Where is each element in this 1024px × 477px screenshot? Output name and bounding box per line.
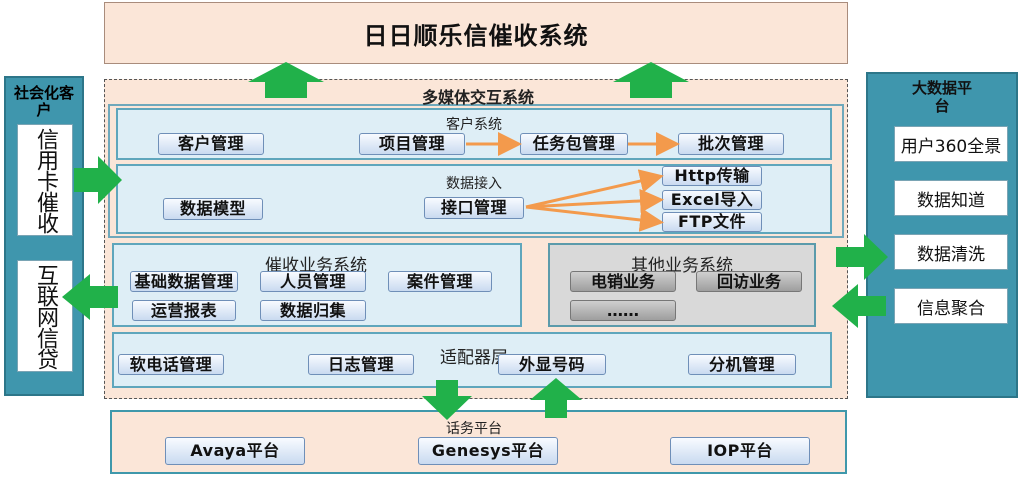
avaya-platform-button[interactable]: Avaya平台 <box>165 437 305 465</box>
personnel-management-button[interactable]: 人员管理 <box>260 271 366 292</box>
excel-import-button[interactable]: Excel导入 <box>662 190 762 210</box>
log-management-button[interactable]: 日志管理 <box>308 354 414 375</box>
right-sidebar-title: 大数据平台 <box>911 79 972 115</box>
operations-report-button[interactable]: 运营报表 <box>132 300 236 321</box>
interface-management-button[interactable]: 接口管理 <box>424 197 524 219</box>
title-box: 日日顺乐信催收系统 <box>104 2 848 64</box>
data-model-button[interactable]: 数据模型 <box>163 198 263 220</box>
batch-management-button[interactable]: 批次管理 <box>678 133 784 155</box>
right-sidebar-item-data-clean[interactable]: 数据清洗 <box>894 234 1008 270</box>
right-sidebar-item-user360[interactable]: 用户360全景 <box>894 126 1008 162</box>
http-transfer-button[interactable]: Http传输 <box>662 166 762 186</box>
return-visit-button[interactable]: 回访业务 <box>696 271 802 292</box>
adapter-layer-label: 适配器层 <box>440 348 508 368</box>
project-management-button[interactable]: 项目管理 <box>359 133 465 155</box>
task-package-management-button[interactable]: 任务包管理 <box>520 133 628 155</box>
softphone-management-button[interactable]: 软电话管理 <box>118 354 224 375</box>
right-sidebar-item-label: 数据知道 <box>917 190 985 211</box>
multimedia-title: 多媒体交互系统 <box>421 88 534 107</box>
left-sidebar-title: 社会化客户 <box>13 84 74 119</box>
basic-data-management-button[interactable]: 基础数据管理 <box>130 271 238 292</box>
right-sidebar-item-label: 信息聚合 <box>917 298 985 319</box>
data-access-label: 数据接入 <box>446 176 502 192</box>
display-number-button[interactable]: 外显号码 <box>498 354 606 375</box>
customer-management-button[interactable]: 客户管理 <box>158 133 264 155</box>
left-sidebar-item-label: 互联网信贷 <box>33 263 58 369</box>
extension-management-button[interactable]: 分机管理 <box>688 354 796 375</box>
ftp-file-button[interactable]: FTP文件 <box>662 212 762 232</box>
left-sidebar: 社会化客户 信用卡催收 互联网信贷 <box>4 76 84 396</box>
right-sidebar-item-info-aggregate[interactable]: 信息聚合 <box>894 288 1008 324</box>
right-sidebar-item-label: 用户360全景 <box>900 136 1002 157</box>
adapter-layer-panel <box>112 332 832 388</box>
telephony-platform-label: 话务平台 <box>446 421 502 437</box>
left-sidebar-item-label: 信用卡催收 <box>33 127 58 233</box>
right-sidebar-item-data-know[interactable]: 数据知道 <box>894 180 1008 216</box>
case-management-button[interactable]: 案件管理 <box>388 271 492 292</box>
left-sidebar-item-credit-card[interactable]: 信用卡催收 <box>17 124 73 236</box>
right-sidebar: 大数据平台 用户360全景 数据知道 数据清洗 信息聚合 <box>866 72 1018 398</box>
genesys-platform-button[interactable]: Genesys平台 <box>418 437 558 465</box>
left-sidebar-item-internet-loan[interactable]: 互联网信贷 <box>17 260 73 372</box>
iop-platform-button[interactable]: IOP平台 <box>670 437 810 465</box>
data-collection-button[interactable]: 数据归集 <box>260 300 366 321</box>
right-sidebar-item-label: 数据清洗 <box>917 244 985 265</box>
customer-system-label: 客户系统 <box>446 117 502 133</box>
page-title: 日日顺乐信催收系统 <box>363 21 589 50</box>
telesales-button[interactable]: 电销业务 <box>570 271 676 292</box>
more-business-button[interactable]: …… <box>570 300 676 321</box>
